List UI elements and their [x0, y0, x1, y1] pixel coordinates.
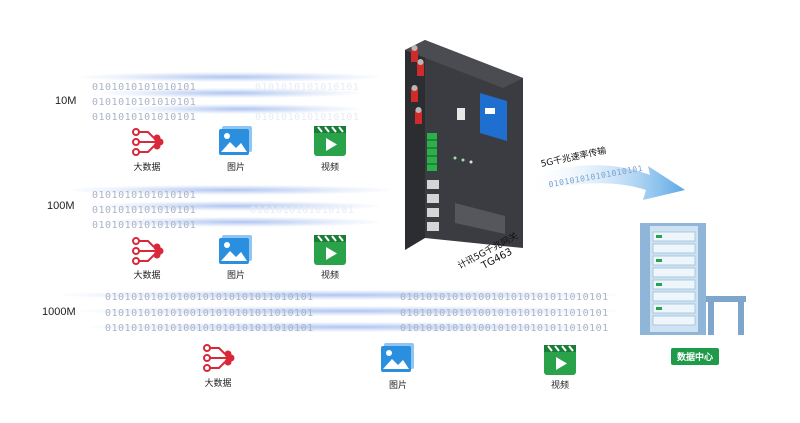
data-streak: [80, 72, 380, 82]
binary-stream: 01010101010100101010101011010101: [105, 323, 314, 334]
speed-label-10m: 10M: [55, 95, 77, 107]
binary-stream: 01010101010100101010101011010101: [105, 292, 314, 303]
video-icon: [314, 235, 346, 265]
speed-label-100m: 100M: [47, 200, 75, 212]
data-streak: [100, 88, 360, 98]
binary-stream: 01010101010100101010101011010101: [105, 308, 314, 319]
picture-label: 图片: [226, 163, 245, 173]
binary-stream: 0101010101010101: [92, 97, 197, 108]
video-icon: [544, 345, 576, 375]
binary-stream: 0101010101010101: [92, 112, 197, 123]
big-data-icon: [203, 344, 235, 372]
transmission-arrow: [525, 165, 685, 200]
binary-stream: 0101010101010101: [92, 220, 197, 231]
binary-stream: 0101010101010101: [92, 82, 197, 93]
picture-label: 图片: [226, 271, 245, 281]
data-streak: [90, 201, 380, 211]
picture-label: 图片: [388, 381, 407, 391]
big-data-icon: [132, 237, 164, 265]
binary-stream-faded: 0101010101010101: [255, 82, 360, 93]
data-streak: [80, 306, 620, 316]
binary-stream: 0101010101010101: [92, 190, 197, 201]
binary-stream-faded: 0101010101010101: [255, 112, 360, 123]
data-center-server-icon: [640, 223, 746, 335]
binary-stream: 01010101010100101010101011010101: [400, 308, 609, 319]
data-streak: [100, 217, 380, 227]
video-label: 视频: [320, 163, 339, 173]
binary-stream: 01010101010100101010101011010101: [400, 292, 609, 303]
picture-icon: [219, 126, 252, 155]
gateway-device-illustration: [405, 40, 523, 250]
speed-label-1000m: 1000M: [42, 306, 76, 318]
video-label: 视频: [320, 271, 339, 281]
big-data-label: 大数据: [133, 163, 161, 173]
picture-icon: [219, 235, 252, 264]
data-streak: [90, 322, 610, 332]
big-data-label: 大数据: [133, 271, 161, 281]
data-streak: [60, 290, 620, 300]
data-streak: [70, 185, 390, 195]
video-icon: [314, 126, 346, 156]
video-label: 视频: [550, 381, 569, 391]
binary-stream-faded: 0101010101010101: [250, 205, 355, 216]
data-streak: [120, 104, 360, 114]
binary-stream: 0101010101010101: [92, 205, 197, 216]
big-data-label: 大数据: [204, 379, 232, 389]
data-center-label: 数据中心: [671, 348, 720, 365]
big-data-icon: [132, 128, 164, 156]
binary-stream: 01010101010100101010101011010101: [400, 323, 609, 334]
picture-icon: [381, 343, 414, 372]
